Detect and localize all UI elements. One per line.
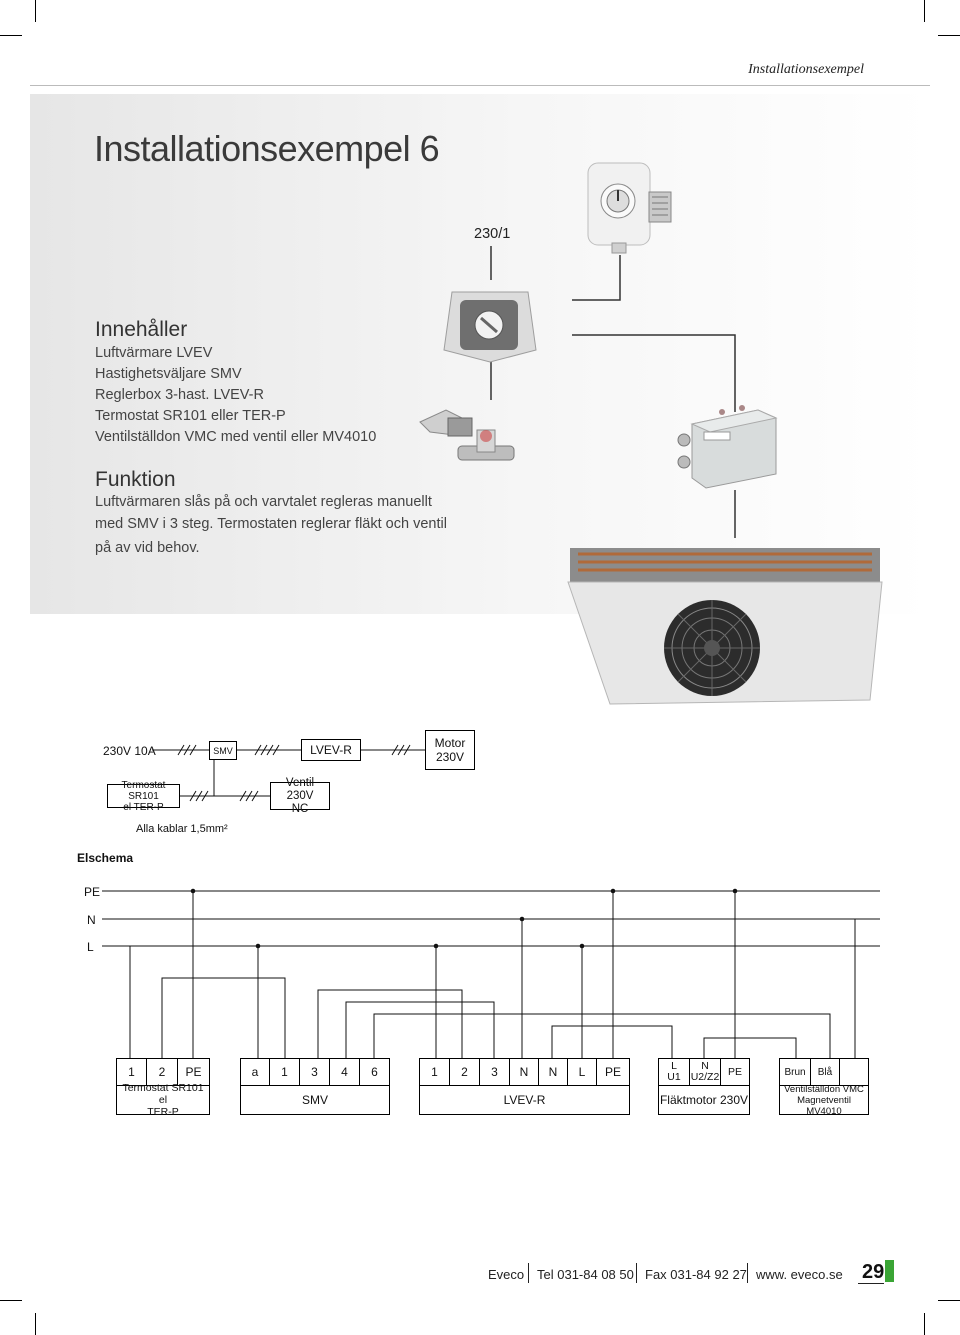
terminal	[839, 1058, 869, 1086]
terminal: N	[509, 1058, 539, 1086]
valve-label: Ventil 230V	[285, 776, 315, 802]
section-header: Installationsexempel	[748, 62, 864, 77]
terminal: L	[567, 1058, 597, 1086]
footer-website[interactable]: www. eveco.se	[756, 1267, 843, 1282]
rail-label-pe: PE	[84, 885, 101, 899]
crop-mark	[0, 35, 22, 36]
group-name-line: Ventilställdon VMC	[784, 1083, 864, 1095]
cables-note: Alla kablar 1,5mm²	[136, 823, 228, 835]
supply-rating-label: 230V 10A	[103, 744, 156, 758]
thermostat-sr101-image	[587, 162, 672, 254]
group-name-line: Magnetventil MV4010	[797, 1094, 851, 1117]
air-heater-lvev-image	[567, 548, 883, 705]
fan-motor-group-name: Fläktmotor 230V	[658, 1085, 750, 1115]
function-heading: Funktion	[95, 468, 176, 491]
crop-mark	[938, 1300, 960, 1301]
lvev-r-group-name: LVEV-R	[419, 1085, 630, 1115]
page-number: 29	[862, 1261, 885, 1283]
valve-group-name: Ventilställdon VMC Magnetventil MV4010	[779, 1083, 869, 1117]
crop-mark	[35, 1313, 36, 1335]
group-name-line: Fläktmotor 230V	[659, 1093, 749, 1107]
installation-illustration	[419, 162, 883, 705]
contents-item: Ventilställdon VMC med ventil eller MV40…	[95, 429, 377, 445]
crop-mark	[924, 1313, 925, 1335]
terminal: N	[538, 1058, 568, 1086]
valve-actuator-image	[419, 409, 515, 461]
valve-block: Ventil 230V NC	[270, 777, 330, 815]
rail-label-n: N	[87, 913, 96, 927]
crop-mark	[35, 0, 36, 22]
supply-label: 230/1	[474, 226, 511, 242]
footer-divider	[528, 1263, 529, 1283]
terminal: PE	[720, 1058, 750, 1086]
contents-item: Termostat SR101 eller TER-P	[95, 408, 286, 424]
terminal: 1	[419, 1058, 450, 1086]
thermostat-label: Termostat SR101	[121, 779, 166, 802]
thermostat-group-name: Termostat SR101 el TER-P	[116, 1082, 210, 1118]
terminal-bottom: U1	[667, 1071, 681, 1083]
terminal: 1	[116, 1058, 147, 1086]
terminal: N U2/Z2	[689, 1058, 721, 1086]
function-line: Luftvärmaren slås på och varvtalet regle…	[95, 494, 432, 510]
motor-block: Motor 230V	[425, 730, 475, 770]
accent-bar	[885, 1260, 894, 1282]
terminal-bottom: PE	[727, 1066, 742, 1078]
header-rule	[30, 85, 930, 86]
schematic-title: Elschema	[77, 851, 134, 865]
motor-voltage-label: 230V	[435, 750, 465, 764]
terminal: Blå	[810, 1058, 840, 1086]
lvev-r-block: LVEV-R	[301, 739, 361, 761]
thermostat-block: Termostat SR101 el TER-P	[107, 780, 180, 813]
footer-phone: Tel 031-84 08 50	[537, 1267, 634, 1282]
motor-label: Motor	[434, 736, 466, 750]
crop-mark	[0, 1300, 22, 1301]
terminal: 6	[359, 1058, 390, 1086]
crop-mark	[924, 0, 925, 22]
smv-block-label: SMV	[213, 745, 233, 756]
function-line: med SMV i 3 steg. Termostaten reglerar f…	[95, 516, 447, 532]
terminal: 3	[479, 1058, 510, 1086]
group-name-line: Termostat SR101 el	[122, 1082, 204, 1106]
terminal: Brun	[779, 1058, 811, 1086]
function-line: på av vid behov.	[95, 540, 200, 556]
valve-nc-label: NC	[291, 802, 309, 815]
contents-item: Reglerbox 3-hast. LVEV-R	[95, 387, 264, 403]
thermostat-alt-label: el TER-P	[123, 801, 164, 813]
page-number-underline	[858, 1283, 884, 1284]
terminal: a	[240, 1058, 270, 1086]
footer-company: Eveco	[488, 1267, 525, 1282]
group-name-line: TER-P	[147, 1106, 179, 1118]
smv-group-name: SMV	[240, 1085, 390, 1115]
group-name-line: SMV	[301, 1093, 328, 1107]
rail-label-l: L	[87, 940, 94, 954]
contents-heading: Innehåller	[95, 318, 188, 341]
terminal: 2	[449, 1058, 480, 1086]
wiring-lines	[490, 246, 736, 538]
terminal: L U1	[658, 1058, 690, 1086]
group-name-line: LVEV-R	[503, 1093, 546, 1107]
contents-item: Luftvärmare LVEV	[95, 345, 213, 361]
terminal-top: L	[671, 1060, 677, 1072]
footer-fax: Fax 031-84 92 27	[645, 1267, 747, 1282]
terminal: 1	[269, 1058, 300, 1086]
contents-item: Hastighetsväljare SMV	[95, 366, 242, 382]
control-box-lvev-r-image	[677, 405, 778, 489]
lvev-r-block-label: LVEV-R	[310, 743, 352, 757]
smv-block: SMV	[209, 741, 237, 760]
terminal-top: N	[701, 1060, 709, 1072]
thermostat-ter-p-image	[443, 291, 537, 363]
terminal: 4	[329, 1058, 360, 1086]
terminal: PE	[596, 1058, 630, 1086]
crop-mark	[938, 35, 960, 36]
terminal: 3	[299, 1058, 330, 1086]
terminal-bottom: U2/Z2	[690, 1071, 720, 1083]
footer-divider	[747, 1263, 748, 1283]
footer-divider	[636, 1263, 637, 1283]
page-title: Installationsexempel 6	[94, 128, 440, 169]
